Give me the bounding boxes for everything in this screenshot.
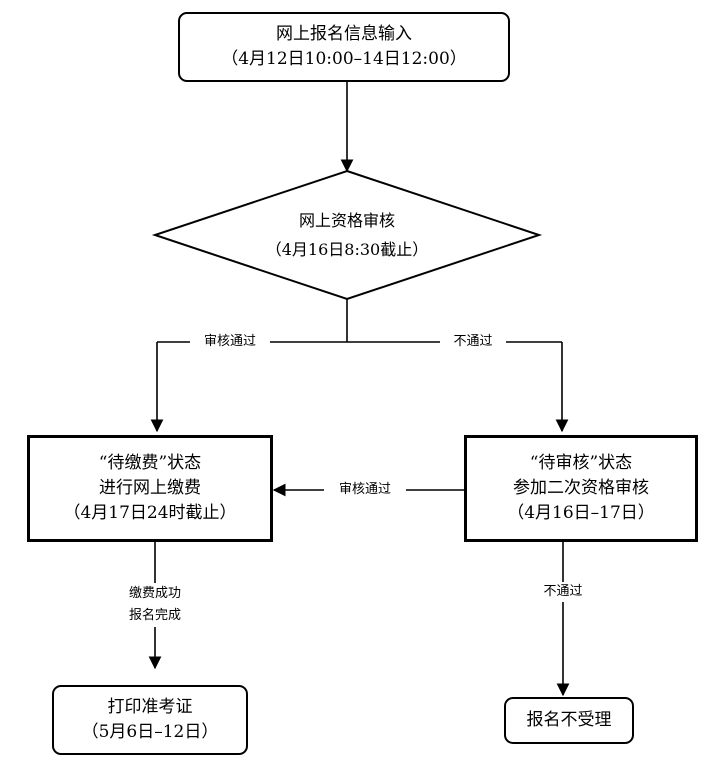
edge-label-payment-success: 缴费成功	[128, 586, 181, 601]
edge-label-second-fail: 不通过	[528, 582, 598, 602]
edge-label-review-pass: 审核通过	[190, 332, 270, 352]
edge-label-second-pass: 审核通过	[324, 480, 406, 500]
node-online-review: 网上资格审核 （4月16日8:30截止）	[205, 206, 489, 264]
node-pending-payment-deadline: （4月17日24时截止）	[63, 503, 237, 523]
node-review-title: 网上资格审核	[298, 211, 395, 230]
node-online-info-input: 网上报名信息输入 （4月12日10:00–14日12:00）	[178, 12, 510, 82]
review-diamond	[151, 169, 543, 301]
edge-label-registration-complete: 报名完成	[128, 608, 181, 623]
node-pending-payment-status: “待缴费”状态	[98, 453, 202, 473]
node-rejected-title: 报名不受理	[526, 710, 612, 730]
node-pending-payment: “待缴费”状态 进行网上缴费 （4月17日24时截止）	[27, 435, 273, 542]
node-pending-payment-action: 进行网上缴费	[99, 478, 201, 498]
node-print-date: （5月6日–12日）	[81, 722, 219, 742]
node-pending-review: “待审核”状态 参加二次资格审核 （4月16日–17日）	[464, 435, 698, 542]
node-pending-review-date: （4月16日–17日）	[507, 503, 655, 523]
node-pending-review-status: “待审核”状态	[529, 453, 633, 473]
edge-label-review-fail: 不通过	[440, 332, 506, 352]
node-pending-review-action: 参加二次资格审核	[513, 478, 649, 498]
node-input-title: 网上报名信息输入	[276, 24, 412, 44]
edge-label-payment-done: 缴费成功 报名完成	[110, 583, 200, 627]
node-registration-rejected: 报名不受理	[504, 697, 634, 744]
node-input-date: （4月12日10:00–14日12:00）	[221, 49, 467, 69]
node-print-admission-ticket: 打印准考证 （5月6日–12日）	[52, 685, 248, 755]
node-review-date: （4月16日8:30截止）	[265, 240, 429, 259]
node-print-title: 打印准考证	[107, 697, 193, 717]
